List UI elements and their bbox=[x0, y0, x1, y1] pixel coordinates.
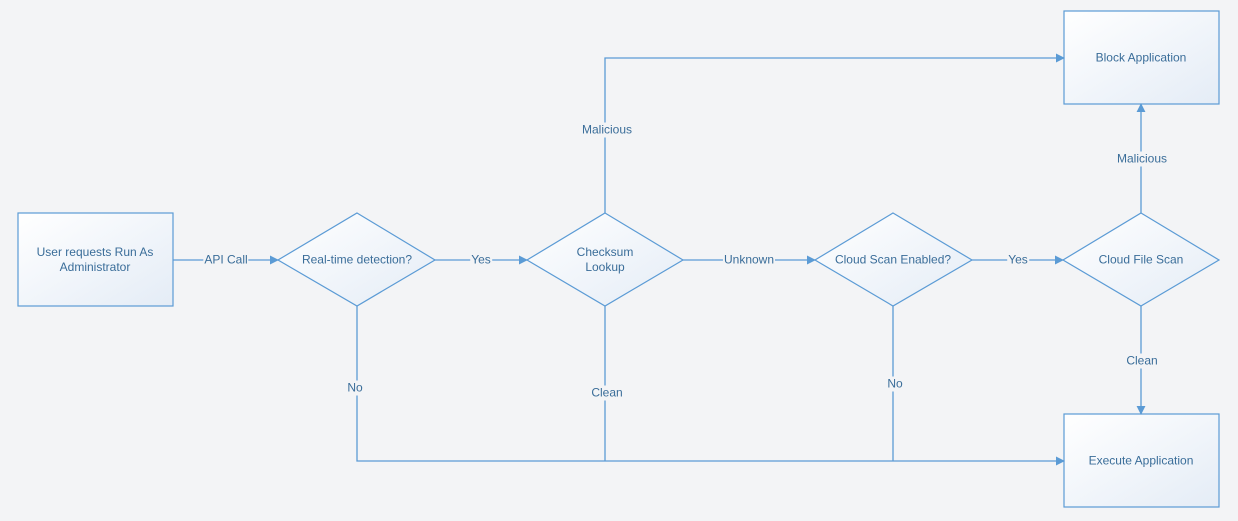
edge-label-clean-checksum: Clean bbox=[590, 385, 624, 401]
edge-label-no-cloud: No bbox=[886, 376, 904, 392]
node-execute-label: Execute Application bbox=[1088, 453, 1194, 468]
edge-label-malicious-cloud: Malicious bbox=[1115, 151, 1169, 167]
edge-label-yes-cloud: Yes bbox=[1007, 252, 1029, 268]
node-start-label: User requests Run As Administrator bbox=[36, 245, 154, 274]
node-cloud-scan-label: Cloud File Scan bbox=[1098, 252, 1184, 267]
node-cloud-enabled-label: Cloud Scan Enabled? bbox=[834, 252, 952, 267]
node-execute-application bbox=[1063, 413, 1220, 508]
edge-no-realtime bbox=[356, 306, 1065, 466]
edge-label-unknown: Unknown bbox=[722, 252, 776, 268]
edge-label-malicious-checksum: Malicious bbox=[580, 122, 634, 138]
edge-malicious-checksum bbox=[604, 53, 1065, 213]
edge-label-api-call: API Call bbox=[203, 252, 249, 268]
node-block-label: Block Application bbox=[1095, 50, 1187, 65]
edge-label-no-realtime: No bbox=[346, 380, 364, 396]
edge-label-clean-cloud: Clean bbox=[1125, 353, 1159, 369]
node-realtime-label: Real-time detection? bbox=[301, 252, 413, 267]
edge-label-yes-realtime: Yes bbox=[470, 252, 492, 268]
node-block-application bbox=[1063, 10, 1220, 105]
node-checksum-label: Checksum Lookup bbox=[576, 245, 634, 274]
node-start bbox=[17, 212, 174, 307]
